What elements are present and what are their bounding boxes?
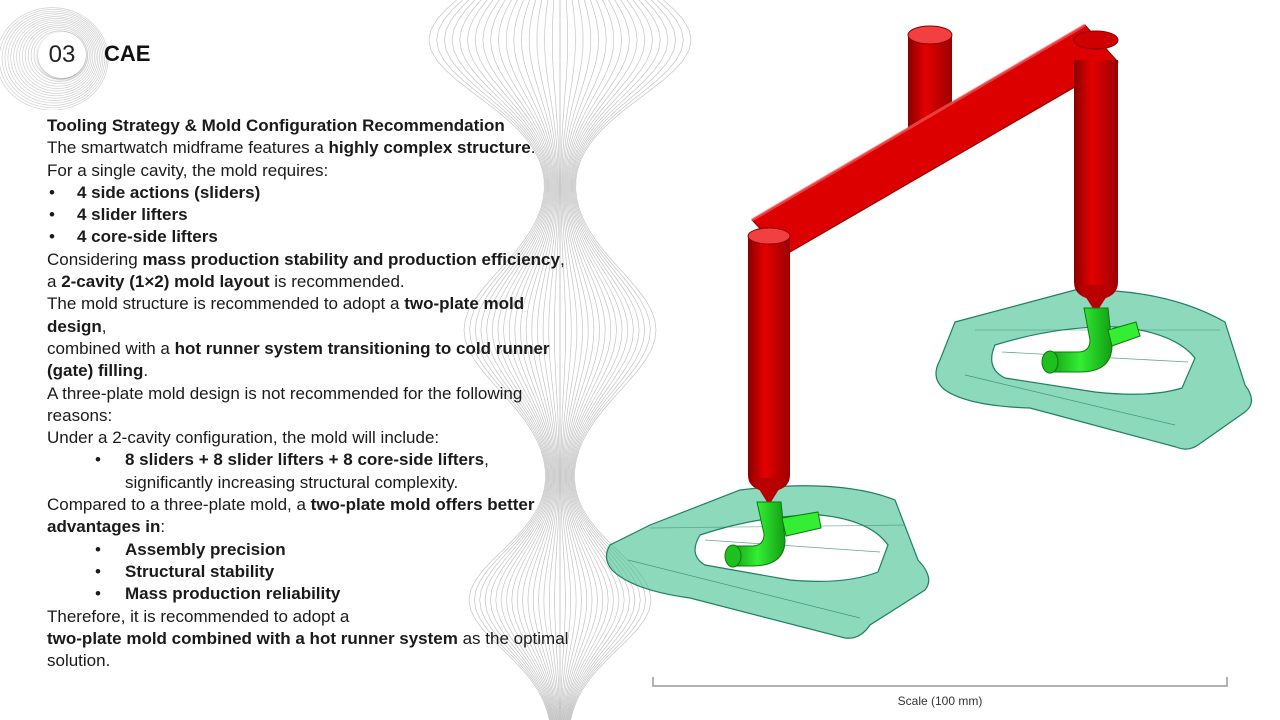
heading: Tooling Strategy & Mold Configuration Re… (47, 116, 505, 135)
wave-line (569, 0, 684, 720)
line-compared: Compared to a three-plate mold, a two-pl… (47, 495, 535, 537)
badge-ring (16, 19, 97, 94)
wave-line (570, 0, 692, 720)
wave-line (459, 0, 553, 720)
badge-ring (4, 12, 104, 104)
scale-label: Scale (100 mm) (897, 694, 983, 708)
badge-ring (27, 27, 90, 85)
sub-bullet-continued: significantly increasing structural comp… (125, 472, 459, 492)
wave-line (436, 0, 551, 720)
wave-line (562, 0, 599, 720)
wave-line (567, 0, 661, 720)
wave-line (444, 0, 552, 720)
hot-runner (747, 23, 1119, 502)
wave-line (564, 0, 622, 720)
badge-ring (13, 18, 99, 97)
req-bullet: 4 core-side lifters (47, 226, 577, 249)
wave-line (568, 0, 676, 720)
wave-line (482, 0, 555, 720)
line-hot-runner: combined with a hot runner system transi… (47, 338, 550, 381)
wave-line (567, 0, 653, 720)
wave-line (560, 0, 569, 720)
badge-ring (33, 30, 87, 80)
wave-line (562, 0, 592, 720)
wave-line (513, 0, 557, 720)
section-title: CAE (104, 41, 151, 66)
cold-runner-left (724, 501, 822, 568)
wave-line (451, 0, 552, 720)
runner-system-model (605, 23, 1253, 687)
wave-line (565, 0, 630, 720)
line-considering: Considering mass production stability an… (47, 249, 565, 269)
badge-ring (0, 7, 109, 110)
decorative-wave-lines (428, 0, 692, 720)
line-mold-structure: The mold structure is recommended to ado… (47, 294, 525, 336)
badge-rings-decoration (0, 7, 109, 110)
wave-line (505, 0, 557, 720)
line-conclusion: two-plate mold combined with a hot runne… (47, 628, 569, 671)
wave-line (561, 0, 584, 720)
line-therefore: Therefore, it is recommended to adopt a (47, 606, 350, 626)
req-bullet: 4 side actions (sliders) (47, 182, 577, 205)
badge-ring (7, 14, 102, 101)
cold-runner-right (1041, 307, 1141, 374)
badge-ring (19, 21, 95, 92)
badge-ring (30, 28, 89, 82)
body-text: Tooling Strategy & Mold Configuration Re… (47, 115, 577, 672)
wave-line (528, 0, 558, 720)
req-bullet: 4 slider lifters (47, 204, 577, 227)
line-layout: a 2-cavity (1×2) mold layout is recommen… (47, 272, 405, 292)
adv-bullet: Structural stability (47, 561, 577, 584)
wave-line (521, 0, 558, 720)
wave-line (428, 0, 550, 720)
adv-bullet: Mass production reliability (47, 583, 577, 606)
section-number: 03 (48, 41, 76, 68)
wave-line (563, 0, 615, 720)
wave-line (568, 0, 669, 720)
wave-line (551, 0, 560, 720)
badge-ring (24, 25, 92, 87)
scale-bar (652, 677, 1228, 687)
badge-ring (10, 16, 100, 99)
wave-line (474, 0, 554, 720)
line-three-plate: A three-plate mold design is not recomme… (47, 383, 523, 425)
badge-ring (1, 10, 106, 106)
badge-ring (22, 23, 94, 89)
adv-bullet: Assembly precision (47, 539, 577, 562)
wave-line (563, 0, 607, 720)
line-intro: The smartwatch midframe features a highl… (47, 138, 536, 158)
wave-line (560, 0, 576, 720)
line-two-cavity: Under a 2-cavity configuration, the mold… (47, 428, 440, 448)
line-single-cavity: For a single cavity, the mold requires: (47, 160, 329, 180)
wave-line (544, 0, 560, 720)
wave-line (490, 0, 555, 720)
wave-line (498, 0, 556, 720)
section-number-badge: 03 (38, 32, 86, 78)
wave-line (565, 0, 638, 720)
wave-line (536, 0, 559, 720)
wave-line (467, 0, 553, 720)
wave-line (566, 0, 646, 720)
sub-bullet: 8 sliders + 8 slider lifters + 8 core-si… (47, 449, 577, 472)
